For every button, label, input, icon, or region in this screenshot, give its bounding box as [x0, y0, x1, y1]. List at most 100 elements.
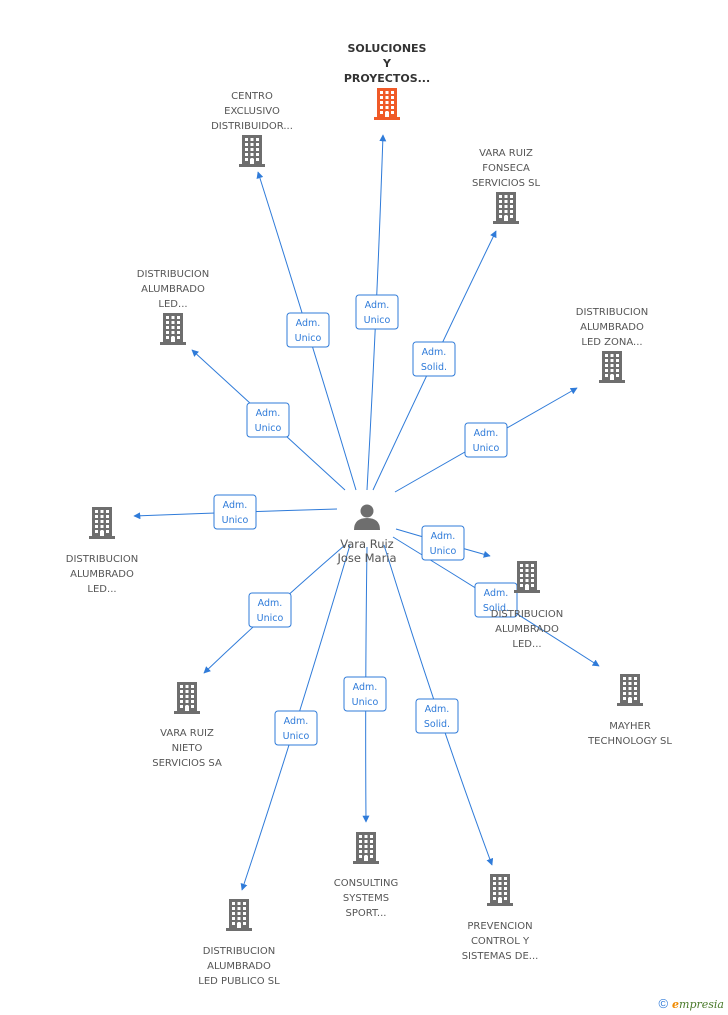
relation-label-box — [213, 494, 257, 530]
relation-label-text: Adm. — [422, 347, 447, 358]
building-icon — [599, 351, 625, 383]
building-icon — [493, 192, 519, 224]
company-name-line: ALUMBRADO — [207, 961, 271, 972]
company-name-line: SOLUCIONES — [348, 42, 427, 55]
relation-label-text: Adm. — [258, 598, 283, 609]
building-icon — [89, 507, 115, 539]
footer-brand: ©empresia — [658, 996, 724, 1011]
person-name-line: Vara Ruiz — [340, 537, 393, 551]
company-node-centro-exclusivo[interactable]: CENTROEXCLUSIVODISTRIBUIDOR... — [211, 91, 293, 167]
company-name-line: SISTEMAS DE... — [462, 951, 539, 962]
relation-label[interactable]: Adm. Solid. — [412, 341, 456, 377]
building-icon — [160, 313, 186, 345]
company-name-line: DISTRIBUCION — [203, 946, 275, 957]
company-node-vara-ruiz-nieto[interactable]: VARA RUIZ NIETO SERVICIOS SA — [152, 682, 222, 769]
company-name-line: FONSECA — [482, 163, 530, 174]
relation-label-box — [474, 582, 518, 618]
company-node-distribucion-led-1[interactable]: DISTRIBUCIONALUMBRADOLED... — [137, 269, 209, 345]
person-name-line: Jose Maria — [336, 551, 396, 565]
relation-label[interactable]: Adm. Unico — [246, 402, 290, 438]
company-name-line: ALUMBRADO — [70, 569, 134, 580]
company-name-line: VARA RUIZ — [479, 148, 533, 159]
relation-label-text: Adm. — [425, 704, 450, 715]
relation-label-text: Unico — [352, 697, 379, 708]
company-name-line: ALUMBRADO — [495, 624, 559, 635]
relation-label[interactable]: Adm.Unico — [421, 525, 465, 561]
company-node-consulting[interactable]: CONSULTINGSYSTEMSSPORT... — [334, 832, 398, 919]
company-name-line: PROYECTOS... — [344, 72, 430, 85]
relation-label-text: Adm. — [223, 500, 248, 511]
copyright-symbol: © — [658, 996, 669, 1011]
company-name-line: EXCLUSIVO — [224, 106, 280, 117]
company-name-line: TECHNOLOGY SL — [587, 736, 672, 747]
company-name-line: SERVICIOS SA — [152, 758, 222, 769]
brand-logo: empresia — [672, 998, 724, 1011]
company-name-line: DISTRIBUCION — [66, 554, 138, 565]
relation-label-box — [355, 294, 399, 330]
relation-label-text: Unico — [255, 423, 282, 434]
relation-label-text: Unico — [364, 315, 391, 326]
relation-label[interactable]: Adm.Solid. — [415, 698, 459, 734]
relation-label[interactable]: Adm. Unico — [274, 710, 318, 746]
company-name-line: LED ZONA... — [581, 337, 642, 348]
relation-label-text: Adm. — [256, 408, 281, 419]
company-node-soluciones[interactable]: SOLUCIONES Y PROYECTOS... — [344, 42, 430, 120]
relation-label-text: Adm. — [284, 716, 309, 727]
relation-label-box — [415, 698, 459, 734]
relation-label-text: Solid. — [421, 362, 447, 373]
relation-label-box — [286, 312, 330, 348]
company-node-prevencion[interactable]: PREVENCION CONTROL Y SISTEMAS DE... — [462, 874, 539, 962]
relation-label-box — [412, 341, 456, 377]
relation-label-box — [464, 422, 508, 458]
relation-label[interactable]: Adm. Unico — [213, 494, 257, 530]
company-name-line: LED... — [87, 584, 116, 595]
relation-label-text: Unico — [257, 613, 284, 624]
company-name-line: LED... — [158, 299, 187, 310]
relation-label-text: Unico — [283, 731, 310, 742]
relation-label[interactable]: Adm. Unico — [248, 592, 292, 628]
relation-label-text: Adm. — [474, 428, 499, 439]
company-name-line: Y — [382, 57, 392, 70]
relation-label-text: Adm. — [296, 318, 321, 329]
building-icon — [514, 561, 540, 593]
relation-label-text: Unico — [222, 515, 249, 526]
company-name-line: NIETO — [172, 743, 203, 754]
company-name-line: CONTROL Y — [471, 936, 530, 947]
relation-label-text: Unico — [430, 546, 457, 557]
relation-label[interactable]: Adm. Unico — [343, 676, 387, 712]
building-icon — [226, 899, 252, 931]
relation-label-text: Solid. — [483, 603, 509, 614]
building-icon — [374, 88, 400, 120]
company-name-line: ALUMBRADO — [580, 322, 644, 333]
relation-label[interactable]: Adm.Unico — [286, 312, 330, 348]
relation-label-text: Adm. — [484, 588, 509, 599]
company-name-line: DISTRIBUIDOR... — [211, 121, 293, 132]
relation-label-box — [246, 402, 290, 438]
company-name-line: LED... — [512, 639, 541, 650]
relation-label-box — [343, 676, 387, 712]
company-name-line: DISTRIBUCION — [491, 609, 563, 620]
relation-label[interactable]: Adm. Unico — [464, 422, 508, 458]
company-name-line: SERVICIOS SL — [472, 178, 541, 189]
relation-label[interactable]: Adm. Solid. — [474, 582, 518, 618]
relation-label-box — [421, 525, 465, 561]
company-name-line: PREVENCION — [467, 921, 532, 932]
company-node-vara-ruiz-fonseca[interactable]: VARA RUIZ FONSECA SERVICIOS SL — [472, 148, 541, 224]
building-icon — [487, 874, 513, 906]
company-name-line: LED PUBLICO SL — [198, 976, 280, 987]
relation-label-text: Adm. — [353, 682, 378, 693]
company-name-line: VARA RUIZ — [160, 728, 214, 739]
company-name-line: SPORT... — [346, 908, 387, 919]
relation-label-text: Unico — [473, 443, 500, 454]
company-node-distribucion-publico[interactable]: DISTRIBUCION ALUMBRADO LED PUBLICO SL — [198, 899, 280, 987]
company-node-distribucion-led-3[interactable]: DISTRIBUCION ALUMBRADO LED... — [491, 561, 563, 650]
relation-label-box — [274, 710, 318, 746]
relation-label[interactable]: Adm.Unico — [355, 294, 399, 330]
company-node-distribucion-led-2[interactable]: DISTRIBUCION ALUMBRADO LED... — [66, 507, 138, 595]
company-name-line: ALUMBRADO — [141, 284, 205, 295]
